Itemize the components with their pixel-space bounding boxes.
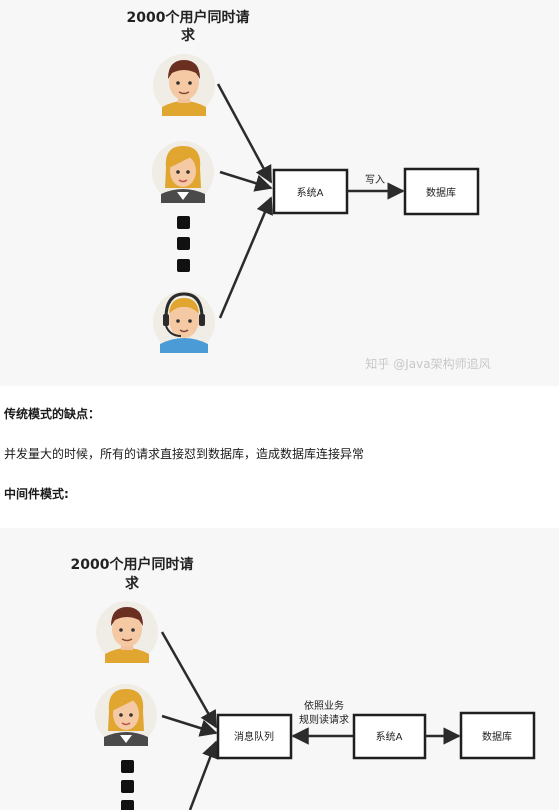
- database-label: 数据库: [482, 730, 512, 743]
- user-avatar-man: [152, 53, 216, 117]
- request-arrow: [188, 740, 219, 810]
- database-label: 数据库: [426, 186, 456, 199]
- diagram-title-line1: 2000个用户同时请: [71, 556, 194, 573]
- system-a-box: [352, 713, 427, 760]
- read-rule-label-line1: 依照业务: [304, 699, 344, 712]
- user-avatar-man: [95, 600, 159, 664]
- request-arrow: [218, 196, 273, 319]
- system-a-label: 系统A: [297, 186, 324, 199]
- section-heading-middleware: 中间件模式:: [4, 487, 69, 501]
- request-arrow: [161, 714, 218, 737]
- section-heading-drawbacks: 传统模式的缺点：: [4, 407, 101, 421]
- diagram-title-line2: 求: [181, 27, 196, 44]
- ellipsis-dots: [121, 760, 134, 810]
- database-box: [459, 711, 536, 760]
- message-queue-label: 消息队列: [234, 730, 274, 743]
- traditional-mode-diagram: 2000个用户同时请 求 系统A 写入 数据库 知乎 @Java架构师追风: [0, 0, 559, 386]
- diagram-title-line1: 2000个用户同时请: [127, 9, 250, 26]
- user-avatar-woman: [151, 140, 215, 204]
- database-box: [403, 167, 480, 216]
- system-a-label: 系统A: [376, 730, 403, 743]
- system-a-box: [272, 168, 349, 215]
- section-body-drawbacks: 并发量大的时候，所有的请求直接怼到数据库，造成数据库连接异常: [4, 447, 365, 461]
- message-queue-box: [216, 713, 293, 760]
- watermark: 知乎 @Java架构师追风: [365, 356, 490, 371]
- user-avatar-woman: [94, 683, 158, 747]
- user-avatar-agent: [151, 289, 217, 355]
- request-arrow: [160, 631, 218, 729]
- diagram-title-line2: 求: [125, 575, 140, 592]
- middleware-mode-diagram: 2000个用户同时请 求 消息队列 依照业务 规则读请求 系统A 数据库: [0, 528, 559, 810]
- ellipsis-dots: [177, 216, 190, 272]
- write-label: 写入: [365, 174, 385, 186]
- request-arrow: [219, 170, 273, 192]
- read-rule-label-line2: 规则读请求: [299, 713, 349, 726]
- request-arrow: [216, 83, 273, 184]
